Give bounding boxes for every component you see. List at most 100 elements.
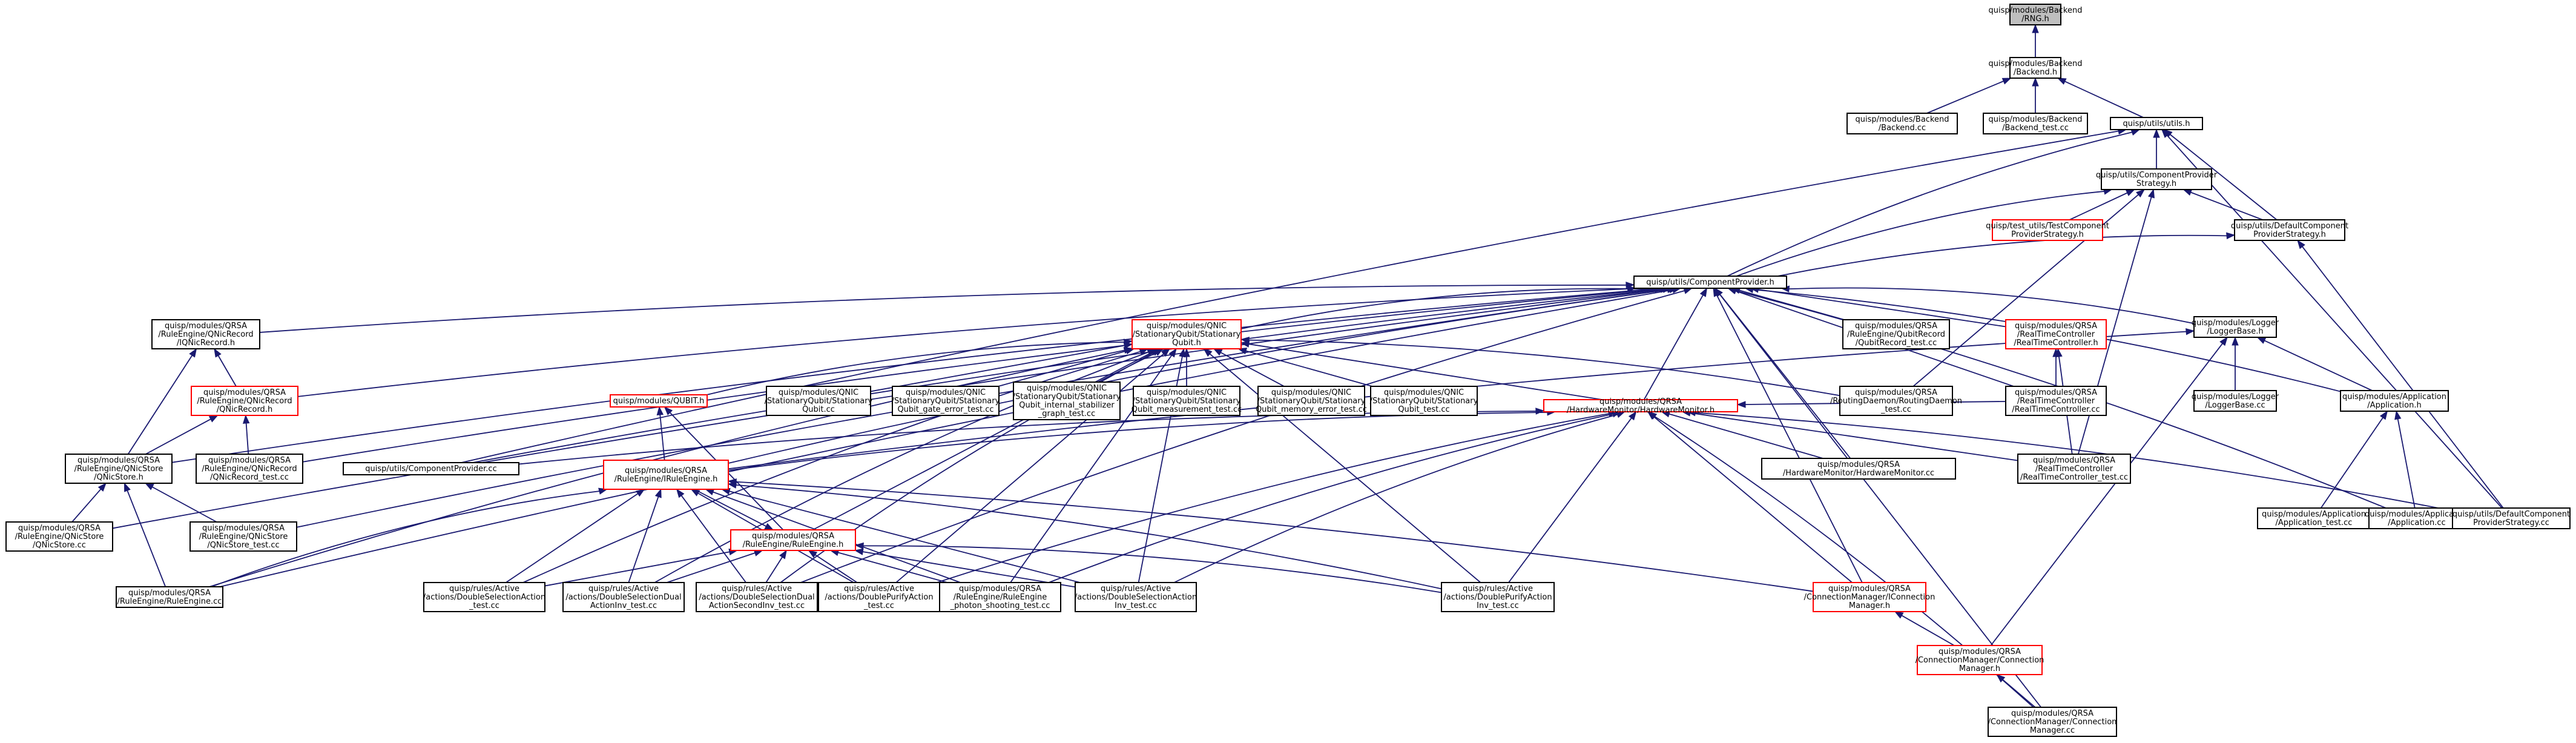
file-node[interactable]: quisp/utils/ComponentProvider.cc xyxy=(343,462,519,475)
file-node[interactable]: quisp/modules/QRSA/RuleEngine/QNicRecord… xyxy=(196,454,303,484)
file-node-label: Qubit_test.cc xyxy=(1398,405,1449,414)
file-node[interactable]: quisp/modules/Application/Application_te… xyxy=(2257,507,2371,529)
file-node[interactable]: quisp/rules/Active/actions/DoubleSelecti… xyxy=(423,582,545,612)
file-node-label: /RuleEngine/IRuleEngine.h xyxy=(614,475,718,484)
file-node[interactable]: quisp/modules/QNIC/StationaryQubit/Stati… xyxy=(1013,381,1121,420)
file-node[interactable]: quisp/modules/Backend/RNG.h xyxy=(1989,4,2083,25)
file-node-label: quisp/modules/Backend xyxy=(1989,6,2083,15)
dependency-edge xyxy=(2232,336,2239,391)
file-node[interactable]: quisp/modules/QNIC/StationaryQubit/Stati… xyxy=(765,386,873,416)
file-node-label: quisp/modules/QRSA xyxy=(128,589,211,598)
arrowhead-icon xyxy=(654,488,662,498)
file-node-label: quisp/modules/Application xyxy=(2365,510,2469,519)
file-node[interactable]: quisp/modules/QNIC/StationaryQubit/Stati… xyxy=(1256,386,1367,416)
file-node[interactable]: quisp/utils/ComponentProvider.h xyxy=(1633,276,1787,289)
dependency-edge xyxy=(765,549,787,583)
file-node[interactable]: quisp/modules/QRSA/RuleEngine/QNicStore/… xyxy=(189,521,297,552)
file-node[interactable]: quisp/modules/QRSA/ConnectionManager/Con… xyxy=(1988,707,2117,737)
edge-line xyxy=(2167,135,2503,509)
file-node[interactable]: quisp/modules/Application/Application.h xyxy=(2340,390,2449,412)
edge-line xyxy=(1926,81,2004,114)
file-node[interactable]: quisp/modules/QNIC/StationaryQubit/Stati… xyxy=(1370,386,1478,416)
dependency-edge xyxy=(1138,348,1186,583)
file-node-label: /RealTimeController.h xyxy=(2014,338,2098,348)
file-node[interactable]: quisp/modules/QNIC/StationaryQubit/Stati… xyxy=(892,386,1000,416)
edge-line xyxy=(1901,615,1955,646)
file-node-label: quisp/modules/Backend xyxy=(1989,59,2083,68)
edge-line xyxy=(209,349,1125,587)
dependency-edge xyxy=(1996,674,2036,708)
file-node[interactable]: quisp/modules/QRSA/RealTimeController/Re… xyxy=(2017,454,2131,484)
file-node-label: quisp/modules/QRSA xyxy=(1855,322,1937,331)
edge-line xyxy=(2064,81,2144,118)
dependency-edge xyxy=(854,548,1076,588)
file-node[interactable]: quisp/modules/QRSA/RuleEngine/QNicRecord… xyxy=(191,386,298,416)
file-node-box xyxy=(730,529,856,551)
file-node[interactable]: quisp/modules/QRSA/RuleEngine/RuleEngine… xyxy=(730,529,856,551)
file-node[interactable]: quisp/modules/QRSA/RuleEngine/RuleEngine… xyxy=(116,586,223,608)
edge-line xyxy=(694,489,766,527)
dependency-edge xyxy=(2394,410,2416,509)
arrowhead-icon xyxy=(2226,232,2236,240)
file-node[interactable]: quisp/modules/QRSA/RuleEngine/IRuleEngin… xyxy=(603,460,729,490)
edge-line xyxy=(1653,416,1853,583)
file-node[interactable]: quisp/modules/QNIC/StationaryQubit/Stati… xyxy=(1132,319,1242,349)
file-node[interactable]: quisp/modules/QRSA/ConnectionManager/ICo… xyxy=(1804,582,1935,612)
file-node[interactable]: quisp/utils/utils.h xyxy=(2110,117,2203,130)
dependency-edge xyxy=(124,482,166,587)
file-node[interactable]: quisp/modules/QUBIT.h xyxy=(610,394,708,408)
file-node[interactable]: quisp/rules/Active/actions/DoubleSelecti… xyxy=(562,582,685,612)
file-node[interactable]: quisp/modules/QRSA/RuleEngine/QubitRecor… xyxy=(1842,319,1950,349)
file-node-label: Inv_test.cc xyxy=(1115,601,1157,610)
file-node[interactable]: quisp/rules/Active/actions/DoublePurifyA… xyxy=(818,582,940,612)
file-node[interactable]: quisp/modules/QRSA/HardwareMonitor/Hardw… xyxy=(1761,458,1956,480)
file-node-label: /RealTimeController xyxy=(2035,464,2113,474)
dependency-edge xyxy=(171,285,1660,463)
file-node[interactable]: quisp/modules/Backend/Backend.cc xyxy=(1846,113,1958,134)
file-node[interactable]: quisp/modules/Logger/LoggerBase.cc xyxy=(2192,390,2279,412)
file-node-label: quisp/modules/Backend xyxy=(1989,115,2083,124)
arrowhead-icon xyxy=(1154,348,1164,356)
file-node[interactable]: quisp/modules/QRSA/RuleEngine/RuleEngine… xyxy=(939,582,1061,612)
dependency-edge xyxy=(2182,189,2263,220)
dependency-edge xyxy=(2052,348,2060,387)
file-node[interactable]: quisp/modules/QNIC/StationaryQubit/Stati… xyxy=(1132,386,1242,416)
file-node[interactable]: quisp/modules/Logger/LoggerBase.h xyxy=(2192,316,2279,338)
file-node-box xyxy=(2452,507,2571,529)
file-node[interactable]: quisp/modules/QRSA/RuleEngine/QNicStore/… xyxy=(5,521,113,552)
file-node[interactable]: quisp/modules/QRSA/RuleEngine/QNicStore/… xyxy=(65,454,173,484)
edge-line xyxy=(765,556,783,583)
file-node[interactable]: quisp/utils/DefaultComponentProviderStra… xyxy=(2452,507,2571,529)
file-node[interactable]: quisp/modules/QRSA/RoutingDaemon/Routing… xyxy=(1830,386,1962,416)
file-node[interactable]: quisp/modules/QRSA/RuleEngine/QNicRecord… xyxy=(151,319,260,349)
file-node-label: quisp/modules/QNIC xyxy=(1147,322,1227,331)
edge-line xyxy=(1248,339,1840,397)
file-node[interactable]: quisp/rules/Active/actions/DoublePurifyA… xyxy=(1441,582,1555,612)
file-node[interactable]: quisp/rules/Active/actions/DoubleSelecti… xyxy=(696,582,818,612)
file-node[interactable]: quisp/modules/QRSA/RealTimeController/Re… xyxy=(2005,319,2107,349)
file-node-label: /actions/DoubleSelectionDual xyxy=(565,593,681,602)
file-node[interactable]: quisp/modules/QRSA/ConnectionManager/Con… xyxy=(1916,645,2044,675)
file-node-label: _graph_test.cc xyxy=(1038,409,1095,418)
file-node[interactable]: quisp/modules/Backend/Backend_test.cc xyxy=(1983,113,2088,134)
file-node[interactable]: quisp/rules/Active/actions/DoubleSelecti… xyxy=(1075,582,1197,612)
file-node-label: /QNicRecord_test.cc xyxy=(210,473,289,482)
file-node[interactable]: quisp/modules/QRSA/RealTimeController/Re… xyxy=(2005,386,2107,416)
file-node[interactable]: quisp/modules/Application/Application.cc xyxy=(2365,507,2469,529)
file-node[interactable]: quisp/test_utils/TestComponentProviderSt… xyxy=(1986,219,2109,241)
file-node-label: quisp/modules/QUBIT.h xyxy=(613,397,705,406)
dependency-edge xyxy=(1508,411,1637,583)
file-node-label: quisp/test_utils/TestComponent xyxy=(1986,222,2109,231)
edge-line xyxy=(506,493,639,583)
dependency-edge xyxy=(727,478,1814,592)
dependency-edge xyxy=(302,286,1664,463)
edge-line xyxy=(302,288,1655,463)
file-node[interactable]: quisp/modules/Backend/Backend.h xyxy=(1989,57,2083,79)
file-node[interactable]: quisp/utils/DefaultComponentProviderStra… xyxy=(2231,219,2348,241)
arrowhead-icon xyxy=(1535,408,1545,415)
arrowhead-icon xyxy=(1628,411,1637,421)
arrowhead-icon xyxy=(854,542,864,550)
arrowhead-icon xyxy=(2032,24,2039,33)
file-node[interactable]: quisp/modules/QRSA/HardwareMonitor/Hardw… xyxy=(1543,397,1738,415)
